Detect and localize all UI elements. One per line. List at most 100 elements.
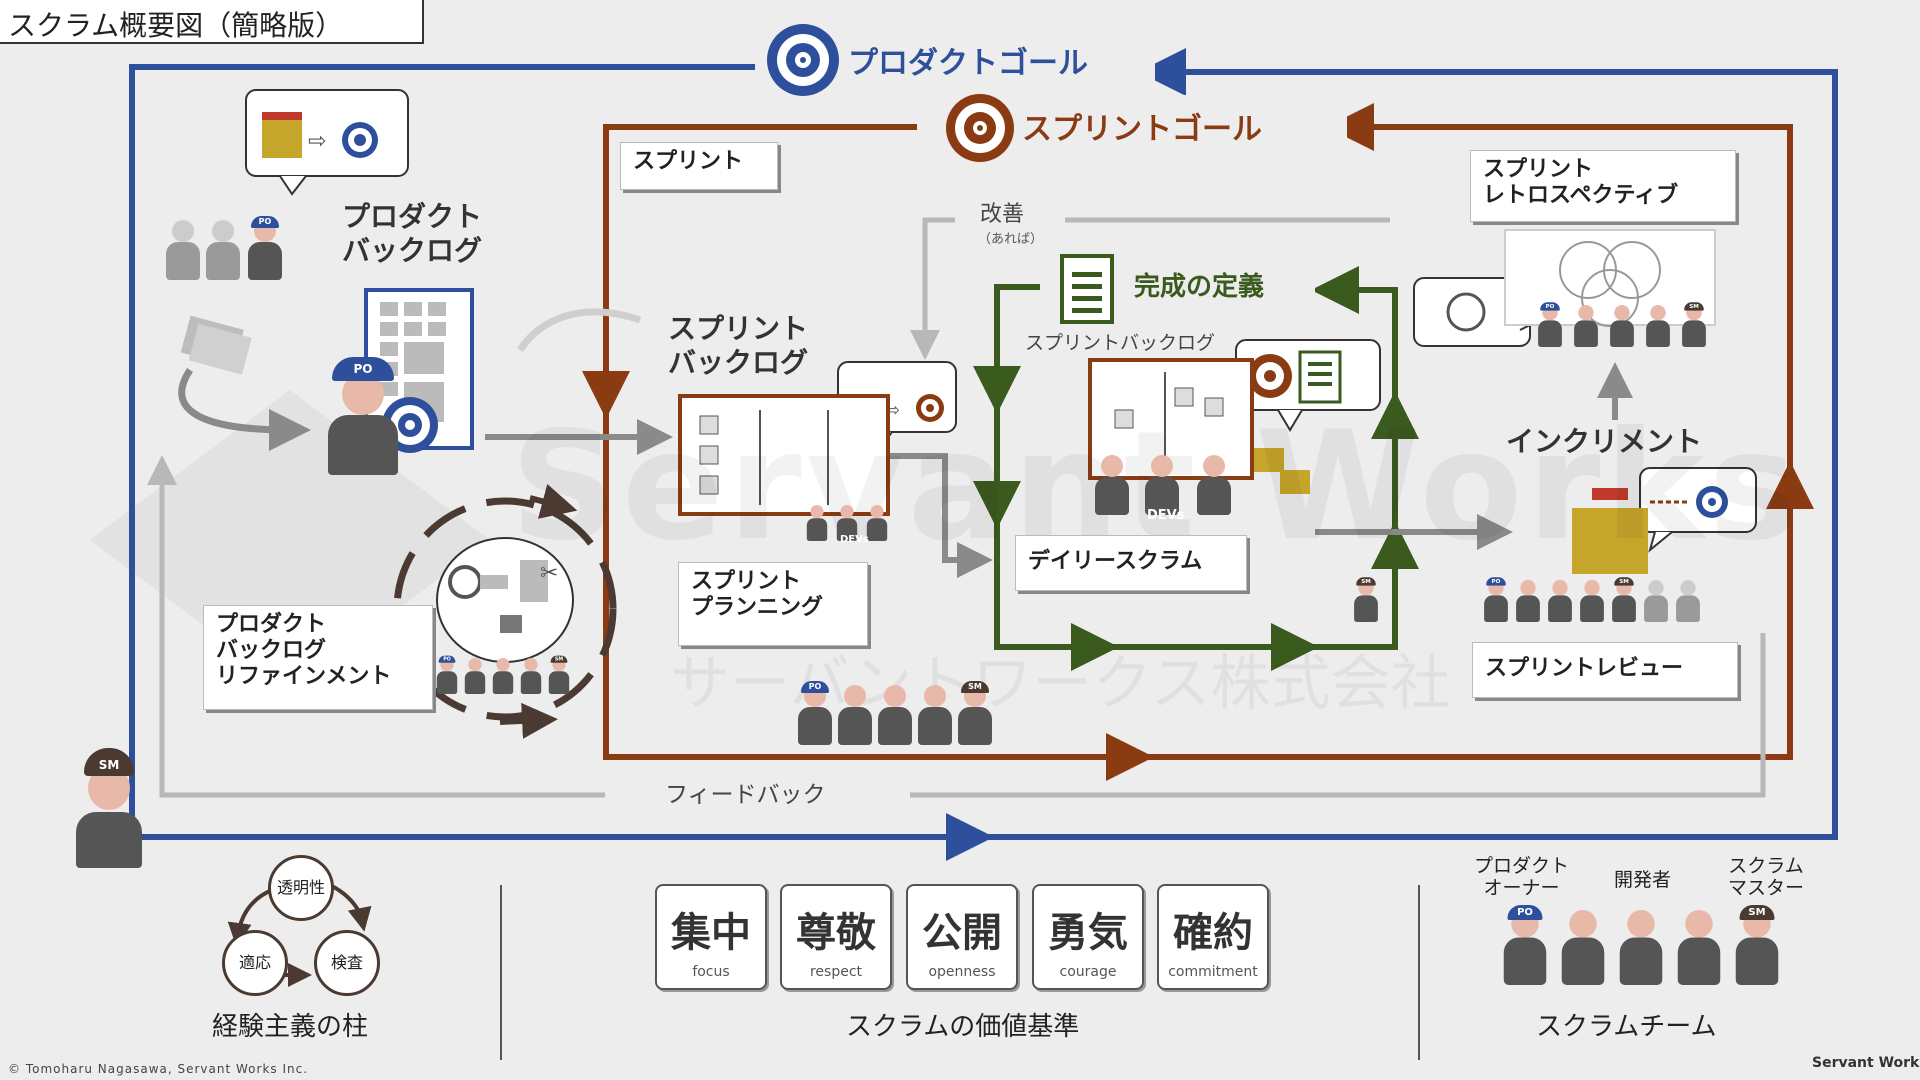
dev-person: [1142, 455, 1182, 515]
watermark: Servant Works: [510, 400, 1802, 574]
devs-badge: DEVs: [840, 534, 869, 545]
refinement-label: プロダクト バックログ リファインメント: [203, 605, 433, 710]
po-person: PO: [1482, 577, 1510, 622]
team-devs-label: 開発者: [1614, 869, 1672, 891]
sprint-backlog-board: [678, 394, 890, 516]
sprint-goal-label: スプリントゴール: [1022, 112, 1262, 147]
sm-hat: SM: [84, 748, 134, 776]
dev-person: [1616, 910, 1666, 985]
feedback-label: フィードバック: [665, 782, 826, 808]
po-person: PO: [245, 216, 285, 280]
sprint-loop: [582, 103, 1814, 781]
copyright: © Tomoharu Nagasawa, Servant Works Inc.: [8, 1062, 309, 1076]
po-person: PO: [435, 655, 459, 694]
pillar-transparency: 透明性: [268, 855, 334, 921]
sm-person: SM: [1610, 577, 1638, 622]
definition-of-done-icon: [1060, 254, 1114, 324]
team-po-label: プロダクト オーナー: [1474, 855, 1570, 899]
watermark-jp: サーバントワークス株式会社: [670, 649, 1451, 719]
dev-person: [805, 505, 829, 541]
team-people-row: PO SM: [1500, 905, 1782, 995]
daily-scrum-label: デイリースクラム: [1015, 535, 1247, 591]
sprint-review-label: スプリントレビュー: [1472, 642, 1738, 698]
svg-text:✂: ✂: [540, 561, 558, 586]
sm-person: SM: [1732, 905, 1782, 985]
dev-person: [519, 658, 543, 694]
dev-person: [915, 685, 955, 745]
product-goal-bubble: ⇨: [245, 89, 409, 196]
pillar-adaptation: 適応: [222, 930, 288, 996]
stakeholder-person: [163, 220, 203, 280]
title-box: スクラム概要図（簡略版）: [0, 0, 424, 44]
dev-person: [835, 505, 859, 541]
sprint-backlog-title: スプリント バックログ: [668, 312, 809, 379]
stakeholder-person: [1642, 580, 1670, 622]
backlog-items-icon: [180, 315, 252, 375]
dev-person: [463, 658, 487, 694]
dev-person: [835, 685, 875, 745]
dev-person: [875, 685, 915, 745]
review-bubble: [1639, 467, 1757, 553]
product-goal-label: プロダクトゴール: [848, 46, 1088, 81]
sm-person: SM: [955, 681, 995, 745]
product-goal-loop: [129, 48, 1838, 861]
daily-bubble: [1235, 339, 1381, 432]
dev-person: [1514, 580, 1542, 622]
dev-person: [1644, 305, 1672, 347]
improvement-label: 改善: [980, 202, 1025, 227]
retro-board: [1504, 229, 1716, 327]
stakeholder-person: [203, 220, 243, 280]
po-hat: PO: [332, 357, 394, 381]
po-person: PO: [1536, 302, 1564, 347]
stakeholder-person: [1674, 580, 1702, 622]
svg-text:⇨: ⇨: [308, 129, 326, 154]
devs-badge: DEVs: [1147, 508, 1185, 523]
sprint-backlog-label: スプリントバックログ: [1025, 332, 1216, 354]
pillar-inspection: 検査: [314, 930, 380, 996]
po-person: PO: [795, 681, 835, 745]
dev-person: [1546, 580, 1574, 622]
sprint-goal-target-icon: [946, 94, 1014, 162]
product-goal-target-icon: [767, 24, 839, 96]
dev-person: [491, 658, 515, 694]
refinement-bubble: ✂: [436, 537, 574, 663]
separator: [1418, 885, 1420, 1060]
values-title: スクラムの価値基準: [846, 1012, 1080, 1042]
product-owner-figure: PO: [328, 355, 398, 475]
po-person: PO: [1500, 905, 1550, 985]
increment-label: インクリメント: [1506, 425, 1703, 458]
dev-person: [1608, 305, 1636, 347]
separator: [500, 885, 502, 1060]
feedback-loop: [147, 455, 1766, 798]
dev-person: [865, 505, 889, 541]
product-backlog-label: プロダクト バックログ: [342, 200, 483, 267]
improvement-arrow: [910, 217, 1390, 360]
team-sm-label: スクラム マスター: [1728, 855, 1805, 899]
dev-person: [1092, 455, 1132, 515]
page-title: スクラム概要図（簡略版）: [8, 9, 344, 42]
dev-person: [1674, 910, 1724, 985]
daily-scrum-loop: [973, 266, 1419, 671]
pillars-title: 経験主義の柱: [212, 1012, 369, 1042]
team-title: スクラムチーム: [1536, 1012, 1717, 1042]
sm-person: SM: [547, 655, 571, 694]
dev-person: [1558, 910, 1608, 985]
logo-text: Servant Works: [1812, 1055, 1920, 1071]
sprint-label: スプリント: [620, 142, 778, 190]
flow-arrows: [178, 308, 1633, 578]
daily-board: [1088, 358, 1254, 480]
dev-person: [1194, 455, 1234, 515]
sm-person: SM: [1680, 302, 1708, 347]
improvement-note: （あれば）: [978, 232, 1044, 247]
dev-person: [1572, 305, 1600, 347]
scrum-master-figure: SM: [76, 748, 142, 868]
sm-person: SM: [1352, 577, 1380, 622]
refinement-cycle: [393, 497, 617, 721]
increment-boxes: [1254, 448, 1648, 574]
